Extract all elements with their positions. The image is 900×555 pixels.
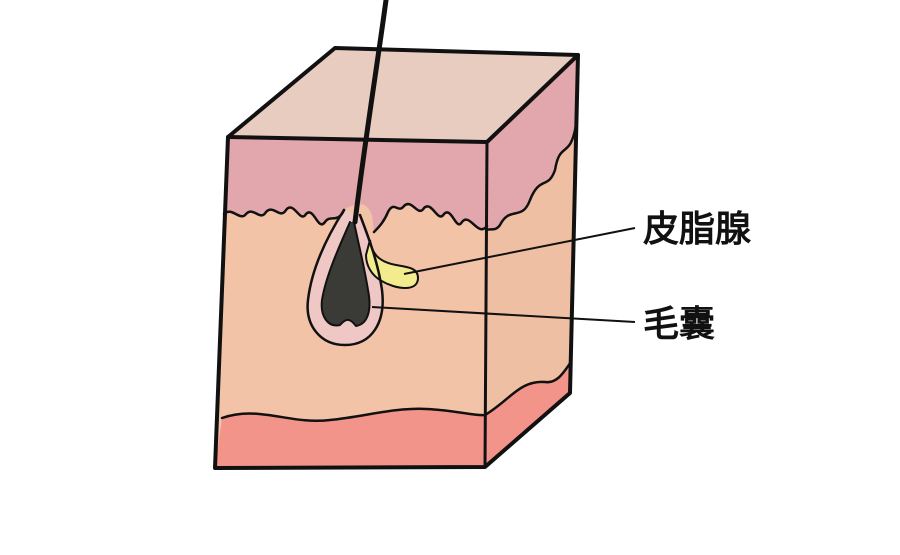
epidermis-outline-side — [485, 123, 578, 232]
right-face-epidermis — [485, 55, 578, 230]
outline-group — [213, 46, 580, 470]
hair-root-outline — [320, 221, 371, 327]
front-face-subcutis — [215, 408, 485, 468]
subcutis-outline-side — [483, 360, 573, 417]
vertical-edge — [483, 140, 489, 469]
label-sebaceous-gland: 皮脂腺 — [643, 209, 752, 250]
epidermis-outline-front — [222, 206, 346, 226]
leader-line-hair-follicle — [371, 306, 636, 323]
label-hair-follicle: 毛囊 — [643, 304, 715, 345]
epidermis-outline-front-right — [372, 202, 489, 234]
cube-outline — [213, 46, 580, 470]
hair-root-bulb — [321, 222, 370, 326]
front-face-epidermis — [224, 137, 487, 232]
top-face — [228, 48, 578, 142]
right-face-subcutis — [485, 362, 571, 467]
hair-shaft — [352, 0, 389, 225]
leader-line-sebaceous-gland — [403, 227, 636, 275]
follicle-outline — [306, 208, 384, 347]
subcutis-outline-front — [220, 407, 487, 423]
